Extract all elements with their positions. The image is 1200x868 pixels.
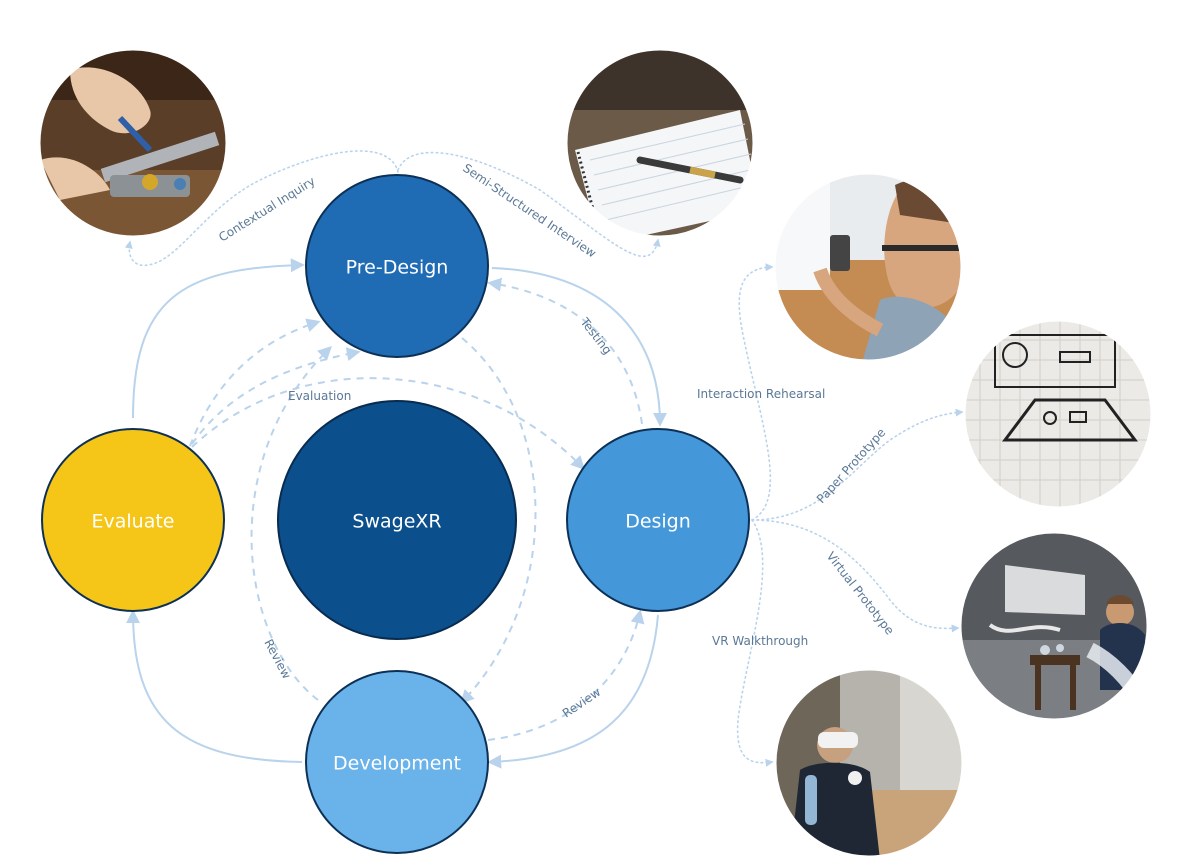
label-vr-walkthrough: VR Walkthrough: [712, 634, 808, 648]
arrow-vr-walkthrough: [736, 519, 774, 767]
node-development-label: Development: [333, 753, 461, 775]
vr-scene-photo: [961, 533, 1147, 719]
label-review-left: Review: [261, 637, 294, 682]
label-review-right: Review: [560, 685, 603, 721]
method-arrows: [124, 150, 964, 767]
arrow-development-review-right: [487, 609, 645, 741]
label-interaction-rehearsal: Interaction Rehearsal: [697, 387, 825, 401]
feedback-arrows: [189, 277, 645, 741]
label-evaluation: Evaluation: [288, 389, 351, 403]
node-evaluate: Evaluate: [41, 428, 225, 612]
process-nodes: Pre-Design Design Development Evaluate S…: [41, 174, 750, 854]
label-paper-prototype: Paper Prototype: [814, 426, 888, 506]
arrow-virtual-prototype: [751, 519, 960, 633]
arrow-design-to-development: [487, 614, 659, 769]
node-evaluate-label: Evaluate: [92, 511, 175, 533]
node-design: Design: [566, 428, 750, 612]
node-pre-design-label: Pre-Design: [346, 257, 449, 279]
vr-headset-user-photo: [776, 670, 962, 856]
arrow-contextual-inquiry: [124, 150, 399, 266]
arrow-development-to-evaluate: [126, 609, 303, 763]
arrow-evaluate-to-predesign-2: [191, 347, 361, 445]
notebook-pen-photo: [567, 50, 753, 236]
node-core-label: SwageXR: [352, 511, 441, 533]
arrow-design-to-predesign-testing: [487, 277, 643, 425]
arrow-semi-structured-interview: [397, 151, 661, 258]
cycle-arrows: [126, 258, 667, 769]
label-virtual-prototype: Virtual Prototype: [824, 549, 897, 637]
phone-user-photo: [775, 174, 961, 360]
arrow-paper-prototype: [751, 408, 964, 521]
arrow-development-review-left: [250, 346, 333, 701]
node-design-label: Design: [625, 511, 691, 533]
arrow-interaction-rehearsal: [738, 263, 774, 521]
node-pre-design: Pre-Design: [305, 174, 489, 358]
arrow-evaluation-to-design: [191, 377, 585, 471]
label-testing: Testing: [577, 314, 615, 357]
arrow-evaluate-to-predesign: [132, 258, 305, 419]
arrow-predesign-to-design: [491, 267, 667, 427]
node-development: Development: [305, 670, 489, 854]
node-core-swagexr: SwageXR: [277, 400, 517, 640]
label-contextual-inquiry: Contextual Inquiry: [216, 174, 317, 245]
arrow-predesign-to-development: [460, 337, 537, 705]
paper-sketch-photo: [965, 321, 1151, 507]
arrow-evaluate-to-predesign: [189, 318, 321, 447]
